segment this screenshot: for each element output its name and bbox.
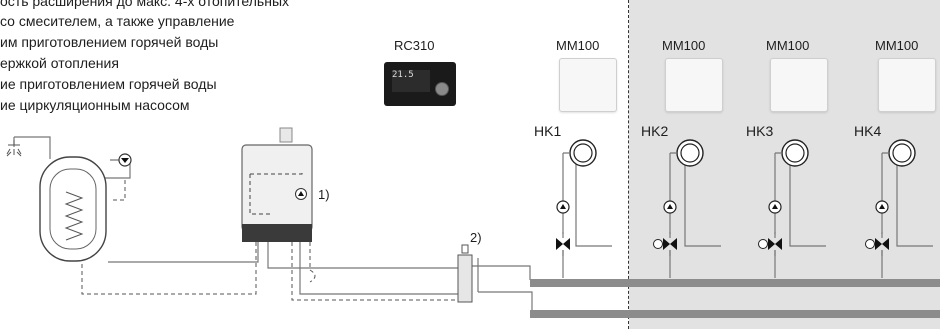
module-label-4: MM100 [875, 38, 919, 53]
description-line-3: им приготовлением горячей воды [0, 34, 219, 50]
storage-tank [39, 156, 107, 262]
valve-actuator-icon-3 [758, 239, 768, 249]
manifold-return [530, 310, 940, 318]
controller-knob-icon [435, 82, 449, 96]
description-line-6: ие циркуляционным насосом [0, 97, 190, 113]
mixing-valve-icon-3 [768, 238, 782, 250]
circuit-label-1: HK1 [534, 123, 562, 139]
circuit-label-3: HK3 [746, 123, 774, 139]
extension-zone [629, 0, 940, 329]
manifold-flow [530, 279, 940, 287]
circuit-label-4: HK4 [854, 123, 882, 139]
zone-divider-line [628, 0, 629, 329]
shower-icon [6, 140, 22, 157]
mm100-module-2 [665, 58, 723, 112]
mm100-module-1 [559, 58, 617, 112]
boiler-unit [241, 127, 313, 242]
module-label-1: MM100 [556, 38, 600, 53]
circuit-label-2: HK2 [641, 123, 669, 139]
controller-display: 21.5 [392, 70, 430, 92]
description-line-5: ие приготовлением горячей воды [0, 76, 217, 92]
description-line-4: ержкой отопления [0, 55, 119, 71]
callout-separator: 2) [470, 230, 482, 245]
rc310-controller: 21.5 [384, 62, 456, 106]
module-label-3: MM100 [766, 38, 810, 53]
module-label-2: MM100 [662, 38, 706, 53]
hydraulic-separator [457, 244, 473, 303]
mm100-module-4 [878, 58, 936, 112]
controller-label: RC310 [394, 38, 435, 53]
mixing-valve-icon-1 [556, 238, 570, 250]
mixing-valve-icon-4 [875, 238, 889, 250]
description-line-1: ость расширения до макс. 4-х отопительны… [0, 0, 290, 9]
heating-coil [64, 191, 84, 241]
valve-actuator-icon-2 [653, 239, 663, 249]
description-line-2: со смесителем, а также управление [0, 13, 235, 29]
valve-actuator-icon-4 [865, 239, 875, 249]
mm100-module-3 [770, 58, 828, 112]
circulation-pump-icon [118, 153, 132, 167]
callout-pump: 1) [318, 187, 330, 202]
mixing-valve-icon-2 [663, 238, 677, 250]
